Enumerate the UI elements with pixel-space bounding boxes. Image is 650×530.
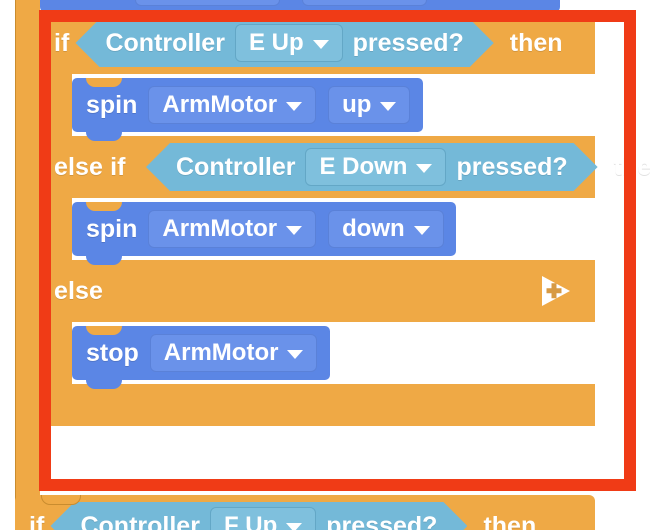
next-if-keyword-label: if (29, 511, 45, 530)
stack-top-notch (86, 326, 122, 335)
button-dropdown-e-down-value: E Down (319, 153, 408, 180)
block-top-notch (66, 12, 106, 22)
next-if-branch-header[interactable]: if Controller F Up pressed? then (15, 495, 595, 530)
pressed-label-1: pressed? (352, 28, 464, 57)
else-if-branch-substack: spin ArmMotor down (40, 198, 595, 265)
then-keyword-label-3: then (483, 511, 537, 530)
c-block-left-wall-2 (40, 198, 72, 260)
chevron-down-icon (416, 164, 432, 173)
partial-dropdown-2[interactable] (302, 0, 427, 6)
c-block-left-wall-3 (40, 322, 72, 384)
chevron-down-icon (286, 225, 303, 235)
controller-pressed-boolean-e-down[interactable]: Controller E Down pressed? (146, 143, 598, 191)
direction-dropdown-1-value: up (342, 91, 372, 118)
pressed-label-2: pressed? (456, 152, 568, 181)
if-else-block-footer (40, 384, 595, 426)
then-keyword-label-2: then (613, 152, 650, 181)
motor-dropdown-1[interactable]: ArmMotor (148, 86, 317, 124)
stack-bottom-bump (86, 132, 122, 141)
outer-c-block-spine (15, 0, 40, 530)
spin-block-up[interactable]: spin ArmMotor up (72, 78, 423, 141)
direction-dropdown-1[interactable]: up (328, 86, 411, 124)
motor-dropdown-2-value: ArmMotor (162, 215, 278, 242)
stack-bottom-bump (86, 256, 122, 265)
add-branch-triangle-plus-icon[interactable] (539, 274, 573, 308)
direction-dropdown-2-value: down (342, 215, 405, 242)
stack-top-notch (86, 78, 122, 87)
if-branch-header[interactable]: if Controller E Up pressed? then (40, 12, 595, 74)
button-dropdown-e-down[interactable]: E Down (305, 148, 446, 186)
direction-dropdown-2[interactable]: down (328, 210, 444, 248)
spin-direction-slot-1: up (328, 86, 422, 124)
partial-block-above[interactable] (40, 0, 560, 12)
stop-keyword-label: stop (86, 338, 139, 367)
stack-top-notch (86, 202, 122, 211)
spin-motor-slot-2: ArmMotor (148, 210, 328, 248)
controller-label-1: Controller (105, 28, 225, 57)
motor-dropdown-1-value: ArmMotor (162, 91, 278, 118)
c-block-left-wall-1 (40, 74, 72, 136)
controller-pressed-boolean-e-up[interactable]: Controller E Up pressed? (75, 19, 493, 67)
motor-dropdown-3[interactable]: ArmMotor (149, 334, 318, 372)
chevron-down-icon (287, 349, 304, 359)
button-dropdown-e-up-value: E Up (248, 29, 304, 56)
motor-dropdown-2[interactable]: ArmMotor (148, 210, 317, 248)
if-branch-substack: spin ArmMotor up (40, 74, 595, 141)
spin-motor-slot-1: ArmMotor (148, 86, 328, 124)
controller-label-2: Controller (176, 152, 296, 181)
block-top-notch (41, 495, 81, 505)
stack-bottom-bump (86, 380, 122, 389)
partial-dropdown-1[interactable] (135, 0, 280, 6)
spin-direction-slot-2: down (328, 210, 456, 248)
controller-label-3: Controller (80, 511, 200, 530)
button-dropdown-e-up[interactable]: E Up (235, 24, 343, 62)
else-if-keyword-label: else if (54, 152, 126, 181)
controller-pressed-boolean-f-up[interactable]: Controller F Up pressed? (50, 502, 467, 530)
if-keyword-label: if (54, 28, 70, 57)
spin-keyword-label-1: spin (86, 90, 138, 119)
else-branch-header[interactable]: else (40, 260, 595, 322)
chevron-down-icon (380, 101, 397, 111)
if-else-if-else-block[interactable]: if Controller E Up pressed? then spin A (40, 12, 650, 426)
stop-block[interactable]: stop ArmMotor (72, 326, 330, 389)
pressed-label-3: pressed? (326, 511, 438, 530)
else-if-branch-header[interactable]: else if Controller E Down pressed? then (40, 136, 650, 198)
stop-motor-slot: ArmMotor (149, 334, 330, 372)
chevron-down-icon (286, 523, 302, 530)
then-keyword-label-1: then (509, 28, 563, 57)
motor-dropdown-3-value: ArmMotor (163, 339, 279, 366)
next-if-block[interactable]: if Controller F Up pressed? then (15, 495, 595, 530)
button-dropdown-f-up-value: F Up (223, 512, 278, 530)
spin-block-down[interactable]: spin ArmMotor down (72, 202, 456, 265)
chevron-down-icon (413, 225, 430, 235)
footer-notch (98, 384, 134, 393)
chevron-down-icon (286, 101, 303, 111)
else-keyword-label: else (54, 276, 104, 305)
spin-keyword-label-2: spin (86, 214, 138, 243)
else-branch-substack: stop ArmMotor (40, 322, 595, 389)
button-dropdown-f-up[interactable]: F Up (210, 507, 316, 530)
chevron-down-icon (313, 40, 329, 49)
